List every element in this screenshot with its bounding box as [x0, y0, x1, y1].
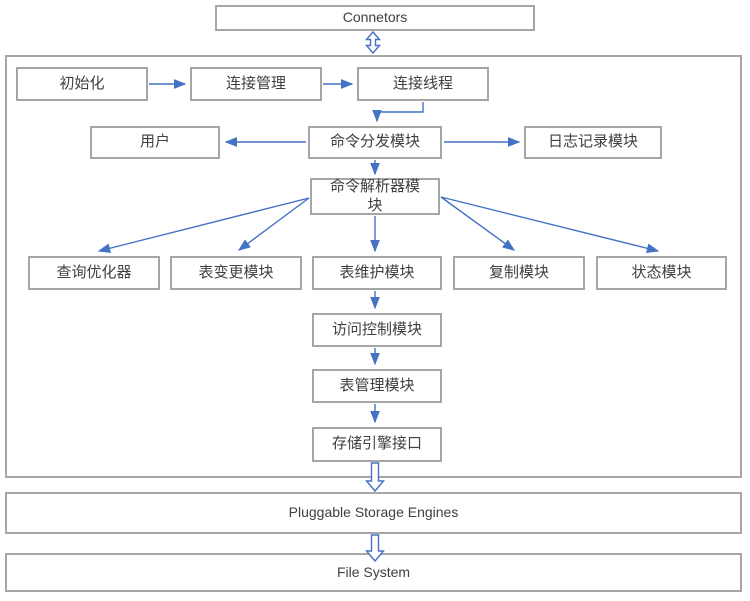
node-storage-engine-interface: 存储引擎接口	[312, 427, 442, 462]
node-connection-management-label: 连接管理	[225, 74, 286, 92]
connectors-box: Connetors	[215, 5, 535, 31]
node-replication-label: 复制模块	[488, 263, 549, 281]
node-access-control: 访问控制模块	[312, 313, 442, 347]
node-query-optimizer: 查询优化器	[28, 256, 160, 290]
file-system-label: File System	[336, 563, 411, 580]
node-status: 状态模块	[596, 256, 727, 290]
node-log-record-label: 日志记录模块	[547, 133, 638, 151]
node-connection-thread: 连接线程	[357, 67, 489, 101]
node-table-change-label: 表变更模块	[198, 263, 274, 281]
node-connection-management: 连接管理	[190, 67, 322, 101]
file-system-box: File System	[5, 553, 742, 592]
double-arrow-connectors-server	[364, 30, 382, 55]
node-command-parser-label: 命令解析器模块	[329, 177, 420, 214]
node-table-management-label: 表管理模块	[339, 376, 415, 394]
node-user: 用户	[90, 126, 220, 159]
pluggable-storage-engines-label: Pluggable Storage Engines	[288, 504, 459, 521]
node-query-optimizer-label: 查询优化器	[56, 263, 132, 281]
node-user-label: 用户	[139, 133, 170, 151]
pluggable-storage-engines-box: Pluggable Storage Engines	[5, 492, 742, 534]
connectors-label: Connetors	[342, 9, 408, 26]
node-command-parser: 命令解析器模块	[310, 178, 440, 215]
node-access-control-label: 访问控制模块	[331, 320, 422, 338]
node-storage-engine-interface-label: 存储引擎接口	[331, 435, 422, 453]
node-replication: 复制模块	[453, 256, 585, 290]
node-command-dispatch-label: 命令分发模块	[329, 133, 420, 151]
node-connection-thread-label: 连接线程	[392, 74, 453, 92]
node-table-maintenance: 表维护模块	[312, 256, 442, 290]
node-initialization-label: 初始化	[59, 74, 105, 92]
node-log-record: 日志记录模块	[524, 126, 662, 159]
node-initialization: 初始化	[16, 67, 148, 101]
node-table-maintenance-label: 表维护模块	[339, 263, 415, 281]
node-status-label: 状态模块	[631, 263, 692, 281]
node-table-management: 表管理模块	[312, 369, 442, 403]
node-command-dispatch: 命令分发模块	[308, 126, 442, 159]
node-table-change: 表变更模块	[170, 256, 302, 290]
